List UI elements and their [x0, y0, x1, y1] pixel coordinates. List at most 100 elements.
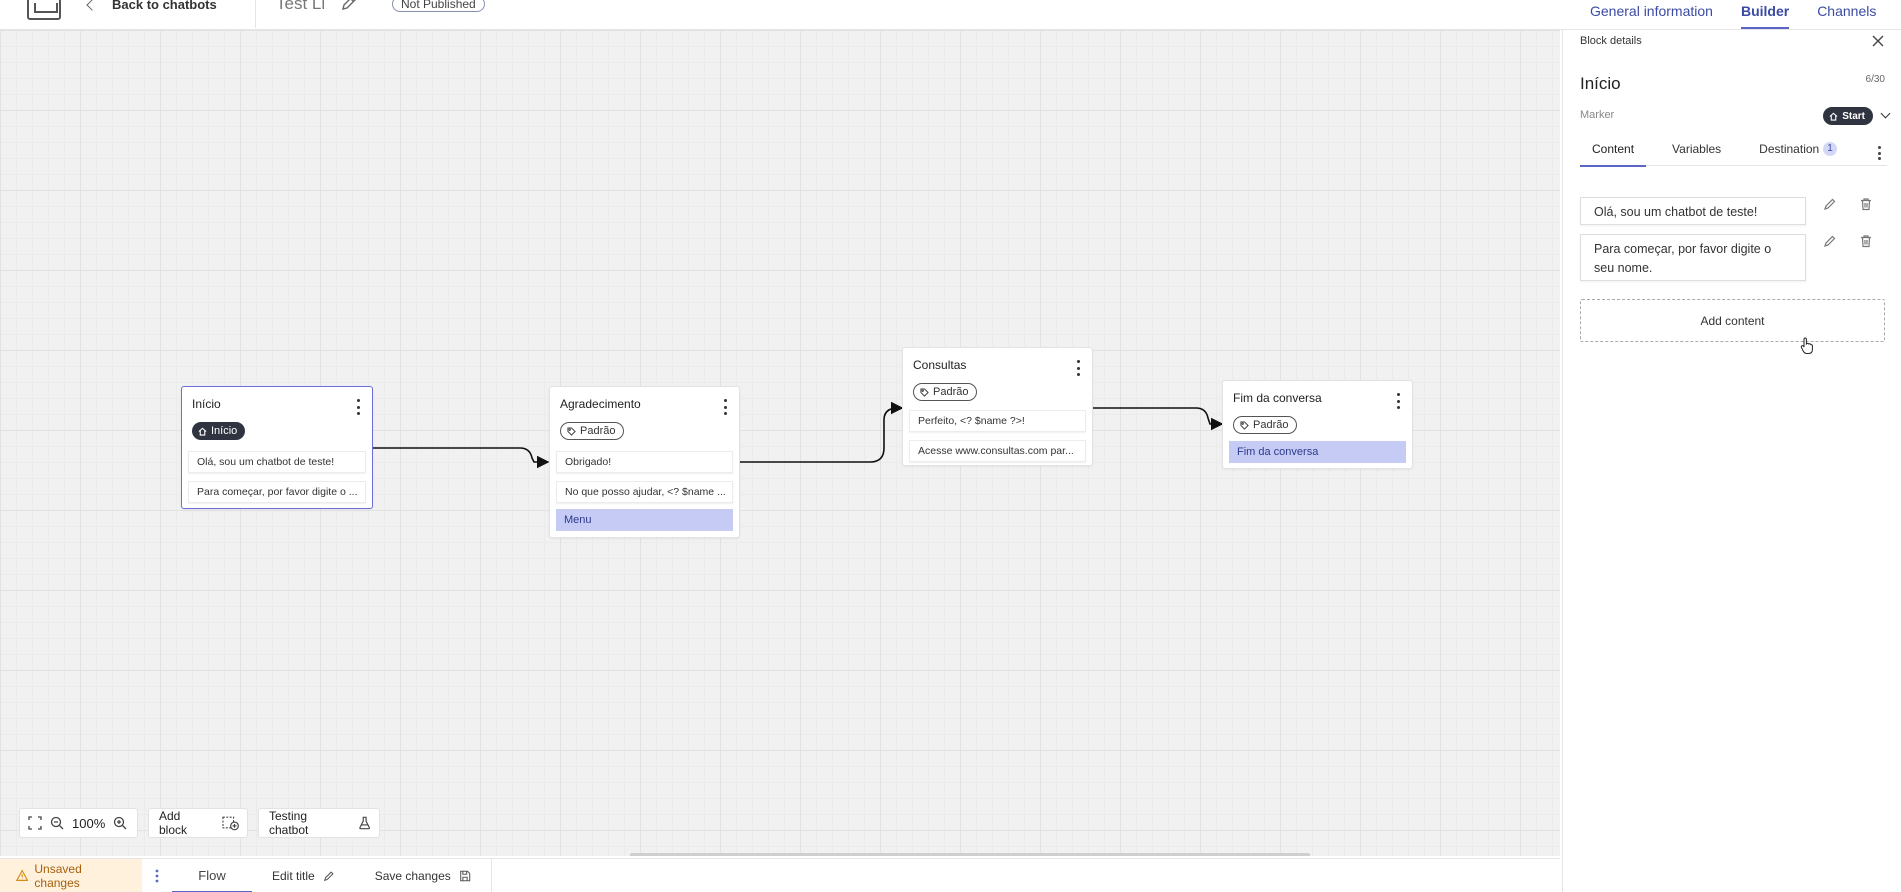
zoom-level: 100%	[72, 815, 106, 831]
tab-content[interactable]: Content	[1580, 136, 1647, 167]
trash-icon[interactable]	[1859, 234, 1873, 248]
add-block-icon	[222, 816, 239, 831]
flow-canvas[interactable]: Início Início Olá, sou um chatbot de tes…	[0, 30, 1560, 856]
edit-title-label: Edit title	[272, 868, 315, 883]
connector-agradecimento-consultas	[740, 401, 904, 463]
node-option-fim-da-conversa[interactable]: Fim da conversa	[1229, 441, 1406, 463]
node-marker-badge: Início	[192, 422, 246, 440]
pencil-icon	[323, 870, 334, 881]
flow-node-agradecimento[interactable]: Agradecimento Padrão Obrigado! No que po…	[549, 386, 740, 538]
close-icon[interactable]	[1871, 34, 1885, 48]
node-marker-badge: Padrão	[1233, 416, 1298, 434]
add-block-label: Add block	[159, 809, 188, 837]
node-title: Agradecimento	[560, 397, 641, 411]
edit-title-button[interactable]: Edit title	[252, 859, 355, 892]
node-option-menu[interactable]: Menu	[556, 509, 733, 531]
save-changes-button[interactable]: Save changes	[355, 859, 491, 892]
horizontal-scrollbar[interactable]	[630, 853, 1310, 856]
connector-inicio-agradecimento	[372, 447, 550, 469]
node-content-item[interactable]: Acesse www.consultas.com par...	[909, 440, 1086, 462]
marker-select[interactable]: Start	[1823, 107, 1873, 125]
node-menu-icon[interactable]	[356, 399, 360, 415]
zoom-in-icon[interactable]	[113, 816, 127, 830]
edit-pencil-icon[interactable]	[1823, 234, 1837, 248]
divider	[255, 0, 256, 28]
node-marker-badge: Padrão	[560, 422, 625, 440]
add-content-button[interactable]: Add content	[1580, 299, 1885, 342]
add-block-button[interactable]: Add block	[148, 808, 248, 838]
node-menu-icon[interactable]	[1396, 393, 1400, 409]
edit-name-pencil-icon[interactable]	[340, 0, 358, 12]
node-content-item[interactable]: Perfeito, <? $name ?>!	[909, 410, 1086, 432]
tab-builder[interactable]: Builder	[1740, 0, 1790, 29]
node-content-item[interactable]: Olá, sou um chatbot de teste!	[188, 451, 366, 473]
testing-chatbot-label: Testing chatbot	[269, 809, 309, 837]
save-changes-label: Save changes	[374, 868, 451, 883]
tag-icon	[1240, 420, 1249, 430]
chatbot-name: Test Li	[276, 0, 326, 13]
trash-icon[interactable]	[1859, 197, 1873, 211]
node-title: Fim da conversa	[1233, 391, 1322, 405]
warning-icon	[16, 869, 29, 881]
tab-label: Destination	[1759, 142, 1820, 156]
node-tag-label: Início	[211, 425, 238, 437]
unsaved-label: Unsaved changes	[34, 861, 82, 890]
content-message[interactable]: Para começar, por favor digite o seu nom…	[1580, 234, 1806, 281]
marker-label: Marker	[1580, 109, 1615, 121]
node-menu-icon[interactable]	[1076, 360, 1080, 376]
back-to-chatbots-link[interactable]: Back to chatbots	[86, 0, 217, 12]
divider	[490, 858, 492, 892]
node-title: Consultas	[913, 358, 967, 372]
marker-value: Start	[1842, 110, 1865, 122]
character-count: 6/30	[1865, 74, 1885, 85]
panel-menu-icon[interactable]	[1877, 146, 1881, 160]
flow-node-fim-da-conversa[interactable]: Fim da conversa Padrão Fim da conversa	[1222, 380, 1413, 469]
tab-general-information[interactable]: General information	[1590, 3, 1713, 19]
connector-consultas-fim	[1093, 407, 1224, 431]
top-tabs: General information Builder Channels	[1590, 0, 1877, 29]
tab-variables[interactable]: Variables	[1660, 136, 1733, 166]
edit-pencil-icon[interactable]	[1823, 197, 1837, 211]
node-content-item[interactable]: Obrigado!	[556, 451, 733, 473]
save-icon	[459, 870, 470, 881]
hand-cursor-icon	[1800, 337, 1813, 354]
block-name[interactable]: Início	[1580, 74, 1621, 93]
app-logo-icon	[27, 0, 61, 20]
tab-destination[interactable]: Destination 1	[1747, 136, 1849, 166]
fit-view-icon[interactable]	[28, 816, 42, 830]
node-menu-icon[interactable]	[723, 399, 727, 415]
zoom-out-icon[interactable]	[50, 816, 64, 830]
home-icon	[198, 427, 207, 436]
flow-node-inicio[interactable]: Início Início Olá, sou um chatbot de tes…	[181, 386, 373, 509]
bottom-menu-icon[interactable]	[142, 869, 172, 883]
chevron-down-icon[interactable]	[1880, 108, 1891, 119]
status-badge: Not Published	[392, 0, 485, 12]
tab-flow[interactable]: Flow	[172, 859, 252, 892]
node-content-item[interactable]: No que posso ajudar, <? $name ...	[556, 481, 733, 503]
home-icon	[1829, 112, 1838, 121]
node-tag-label: Padrão	[933, 386, 969, 398]
flask-icon	[358, 816, 370, 830]
top-bar: Back to chatbots Test Li Not Published G…	[0, 0, 1901, 30]
back-label: Back to chatbots	[112, 0, 217, 12]
testing-chatbot-button[interactable]: Testing chatbot	[258, 808, 380, 838]
tab-channels[interactable]: Channels	[1817, 3, 1877, 19]
node-marker-badge: Padrão	[913, 383, 978, 401]
flow-node-consultas[interactable]: Consultas Padrão Perfeito, <? $name ?>! …	[902, 347, 1093, 466]
unsaved-changes-indicator: Unsaved changes	[0, 858, 142, 892]
chevron-left-icon	[86, 0, 98, 11]
content-message[interactable]: Olá, sou um chatbot de teste!	[1580, 197, 1806, 225]
tab-label: Content	[1592, 142, 1635, 156]
bottom-bar: Unsaved changes Flow Edit title Save cha…	[0, 858, 1560, 892]
node-title: Início	[192, 397, 221, 411]
tag-icon	[567, 426, 576, 436]
destination-count-badge: 1	[1823, 142, 1837, 156]
panel-heading: Block details	[1580, 35, 1642, 47]
connector-lines	[372, 401, 1224, 469]
tag-icon	[920, 387, 929, 397]
node-tag-label: Padrão	[580, 425, 616, 437]
block-details-panel: Block details Início 6/30 Marker Start C…	[1562, 30, 1901, 892]
zoom-controls: 100%	[19, 808, 138, 838]
node-content-item[interactable]: Para começar, por favor digite o ...	[188, 481, 366, 503]
tab-label: Variables	[1672, 142, 1722, 156]
